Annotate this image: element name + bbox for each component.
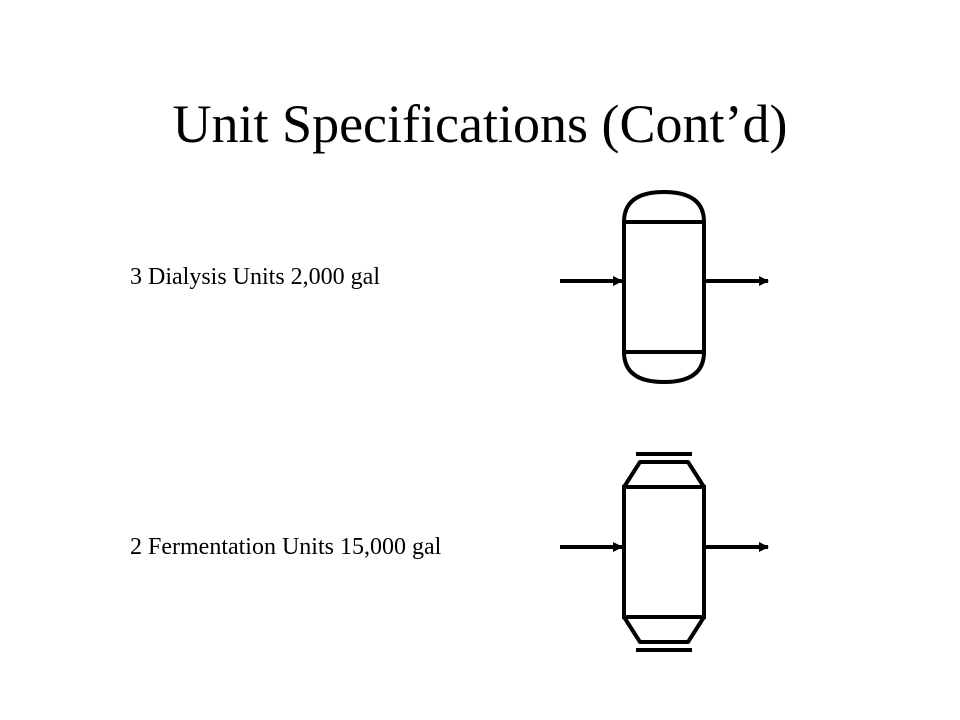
fermentation-vessel-icon	[622, 452, 706, 652]
slide-title: Unit Specifications (Cont’d)	[172, 94, 788, 154]
dialysis-vessel-icon	[622, 190, 706, 384]
dialysis-units-label: 3 Dialysis Units 2,000 gal	[130, 264, 380, 290]
fermentation-units-label: 2 Fermentation Units 15,000 gal	[130, 534, 442, 560]
